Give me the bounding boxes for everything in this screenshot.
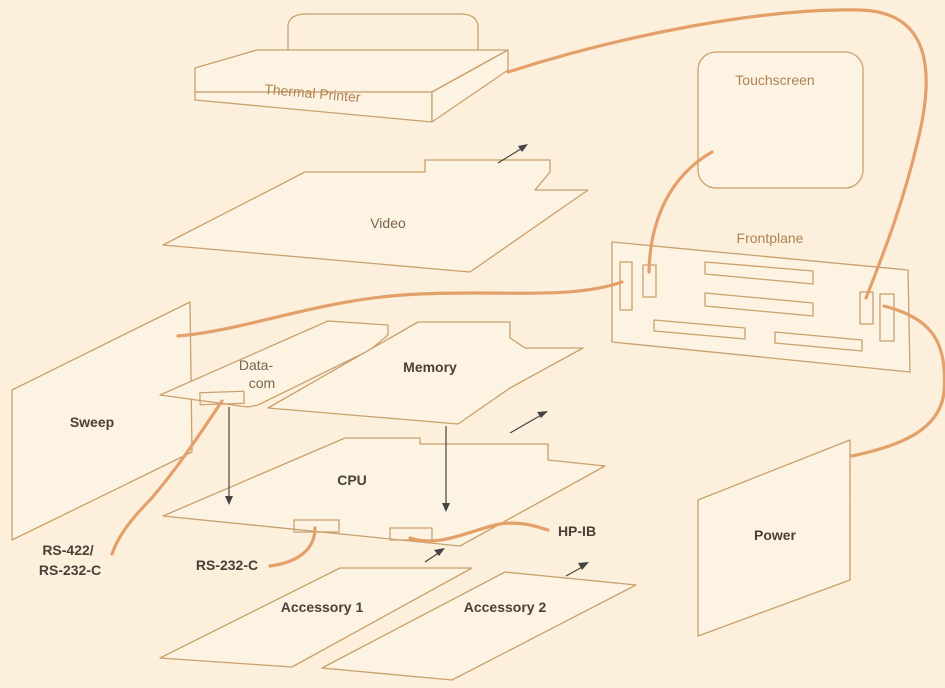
touchscreen-label: Touchscreen: [735, 72, 814, 88]
rs422-label-2: RS-232-C: [39, 562, 101, 578]
cables: [110, 8, 945, 568]
datacom-label-1: Data-: [239, 357, 274, 373]
rs422-label-1: RS-422/: [42, 542, 93, 558]
sweep-to-frontplane-cable: [176, 280, 624, 338]
frontplane-label: Frontplane: [737, 230, 804, 246]
accessory-2-label: Accessory 2: [464, 599, 547, 615]
hpib-label: HP-IB: [558, 523, 596, 539]
down-arrows: [225, 407, 450, 512]
thermal-printer: Thermal Printer: [194, 13, 509, 123]
video-board: Video: [162, 144, 589, 273]
frontplane: Frontplane: [611, 230, 911, 373]
cpu-board: CPU: [162, 437, 606, 547]
printer-to-frontplane-cable: [506, 8, 928, 300]
cpu-label: CPU: [337, 472, 367, 488]
datacom-label-2: com: [249, 375, 275, 391]
power-label: Power: [754, 527, 797, 543]
sweep-board: Sweep: [11, 301, 193, 541]
rs422-cable: [110, 399, 224, 556]
accessory-2-board: Accessory 2: [321, 562, 637, 681]
video-label: Video: [370, 215, 406, 231]
accessory-1-label: Accessory 1: [281, 599, 364, 615]
datacom-board: Data- com: [159, 320, 389, 408]
touchscreen: Touchscreen: [697, 51, 864, 189]
rs232c-cable: [268, 526, 317, 568]
power-board: Power: [697, 439, 851, 637]
hpib-cable: [408, 521, 550, 543]
touchscreen-to-frontplane-cable: [647, 150, 714, 274]
accessory-1-board: Accessory 1: [159, 548, 473, 668]
rs232c-label: RS-232-C: [196, 557, 258, 573]
sweep-label: Sweep: [70, 414, 114, 430]
memory-label: Memory: [403, 359, 457, 375]
frontplane-to-power-cable: [850, 304, 945, 458]
memory-board: Memory: [267, 321, 584, 434]
